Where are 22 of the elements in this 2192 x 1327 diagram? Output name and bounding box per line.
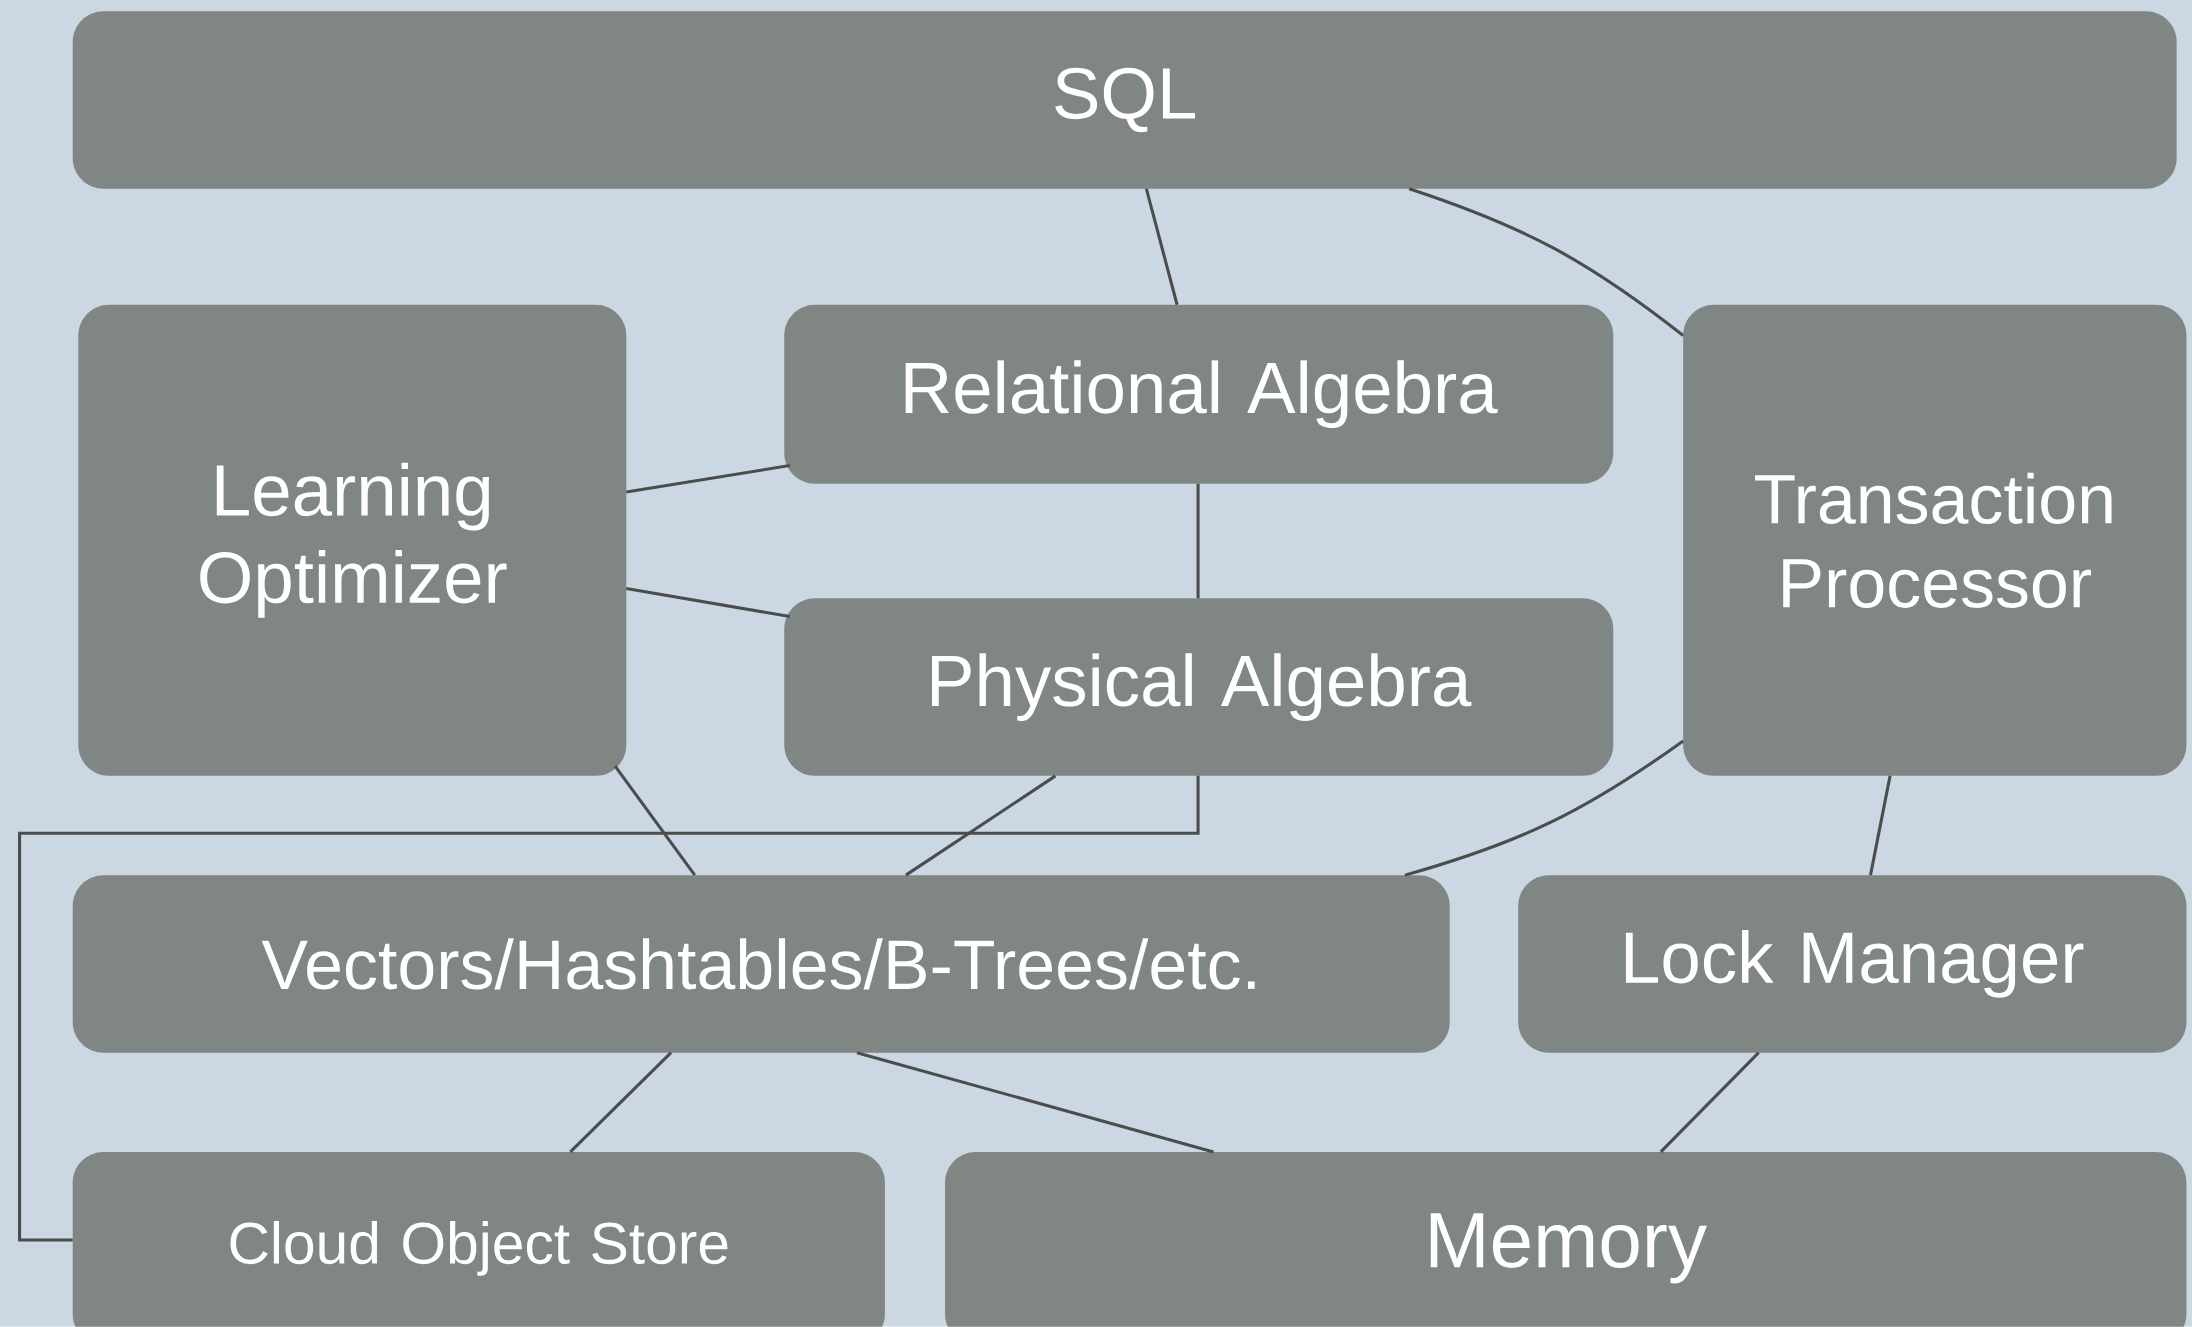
connector-line [613,765,697,877]
connector-line [905,774,1057,877]
connector-line [1869,775,1892,876]
process-box: Learning Optimizer [78,304,627,777]
connector-line [1404,739,1685,877]
connector-line [1659,1051,1760,1154]
process-box: Transaction Processor [1683,304,2187,777]
process-box: Vectors/Hashtables/B-Trees/etc. [72,875,1450,1053]
process-box: Relational Algebra [784,304,1614,484]
process-box: Physical Algebra [784,598,1614,777]
connector-line [626,464,791,494]
connector-line [1408,187,1685,337]
connector-line [1196,483,1200,599]
connector-line [856,1051,1214,1154]
process-box: SQL [72,11,2177,189]
connector-line [18,776,1200,1242]
process-box: Memory [945,1152,2187,1327]
process-box: Cloud Object Store [72,1152,885,1327]
connector-line [569,1051,673,1154]
process-box: Lock Manager [1518,875,2187,1053]
connector-line [1144,188,1179,306]
connector-line [626,587,791,619]
